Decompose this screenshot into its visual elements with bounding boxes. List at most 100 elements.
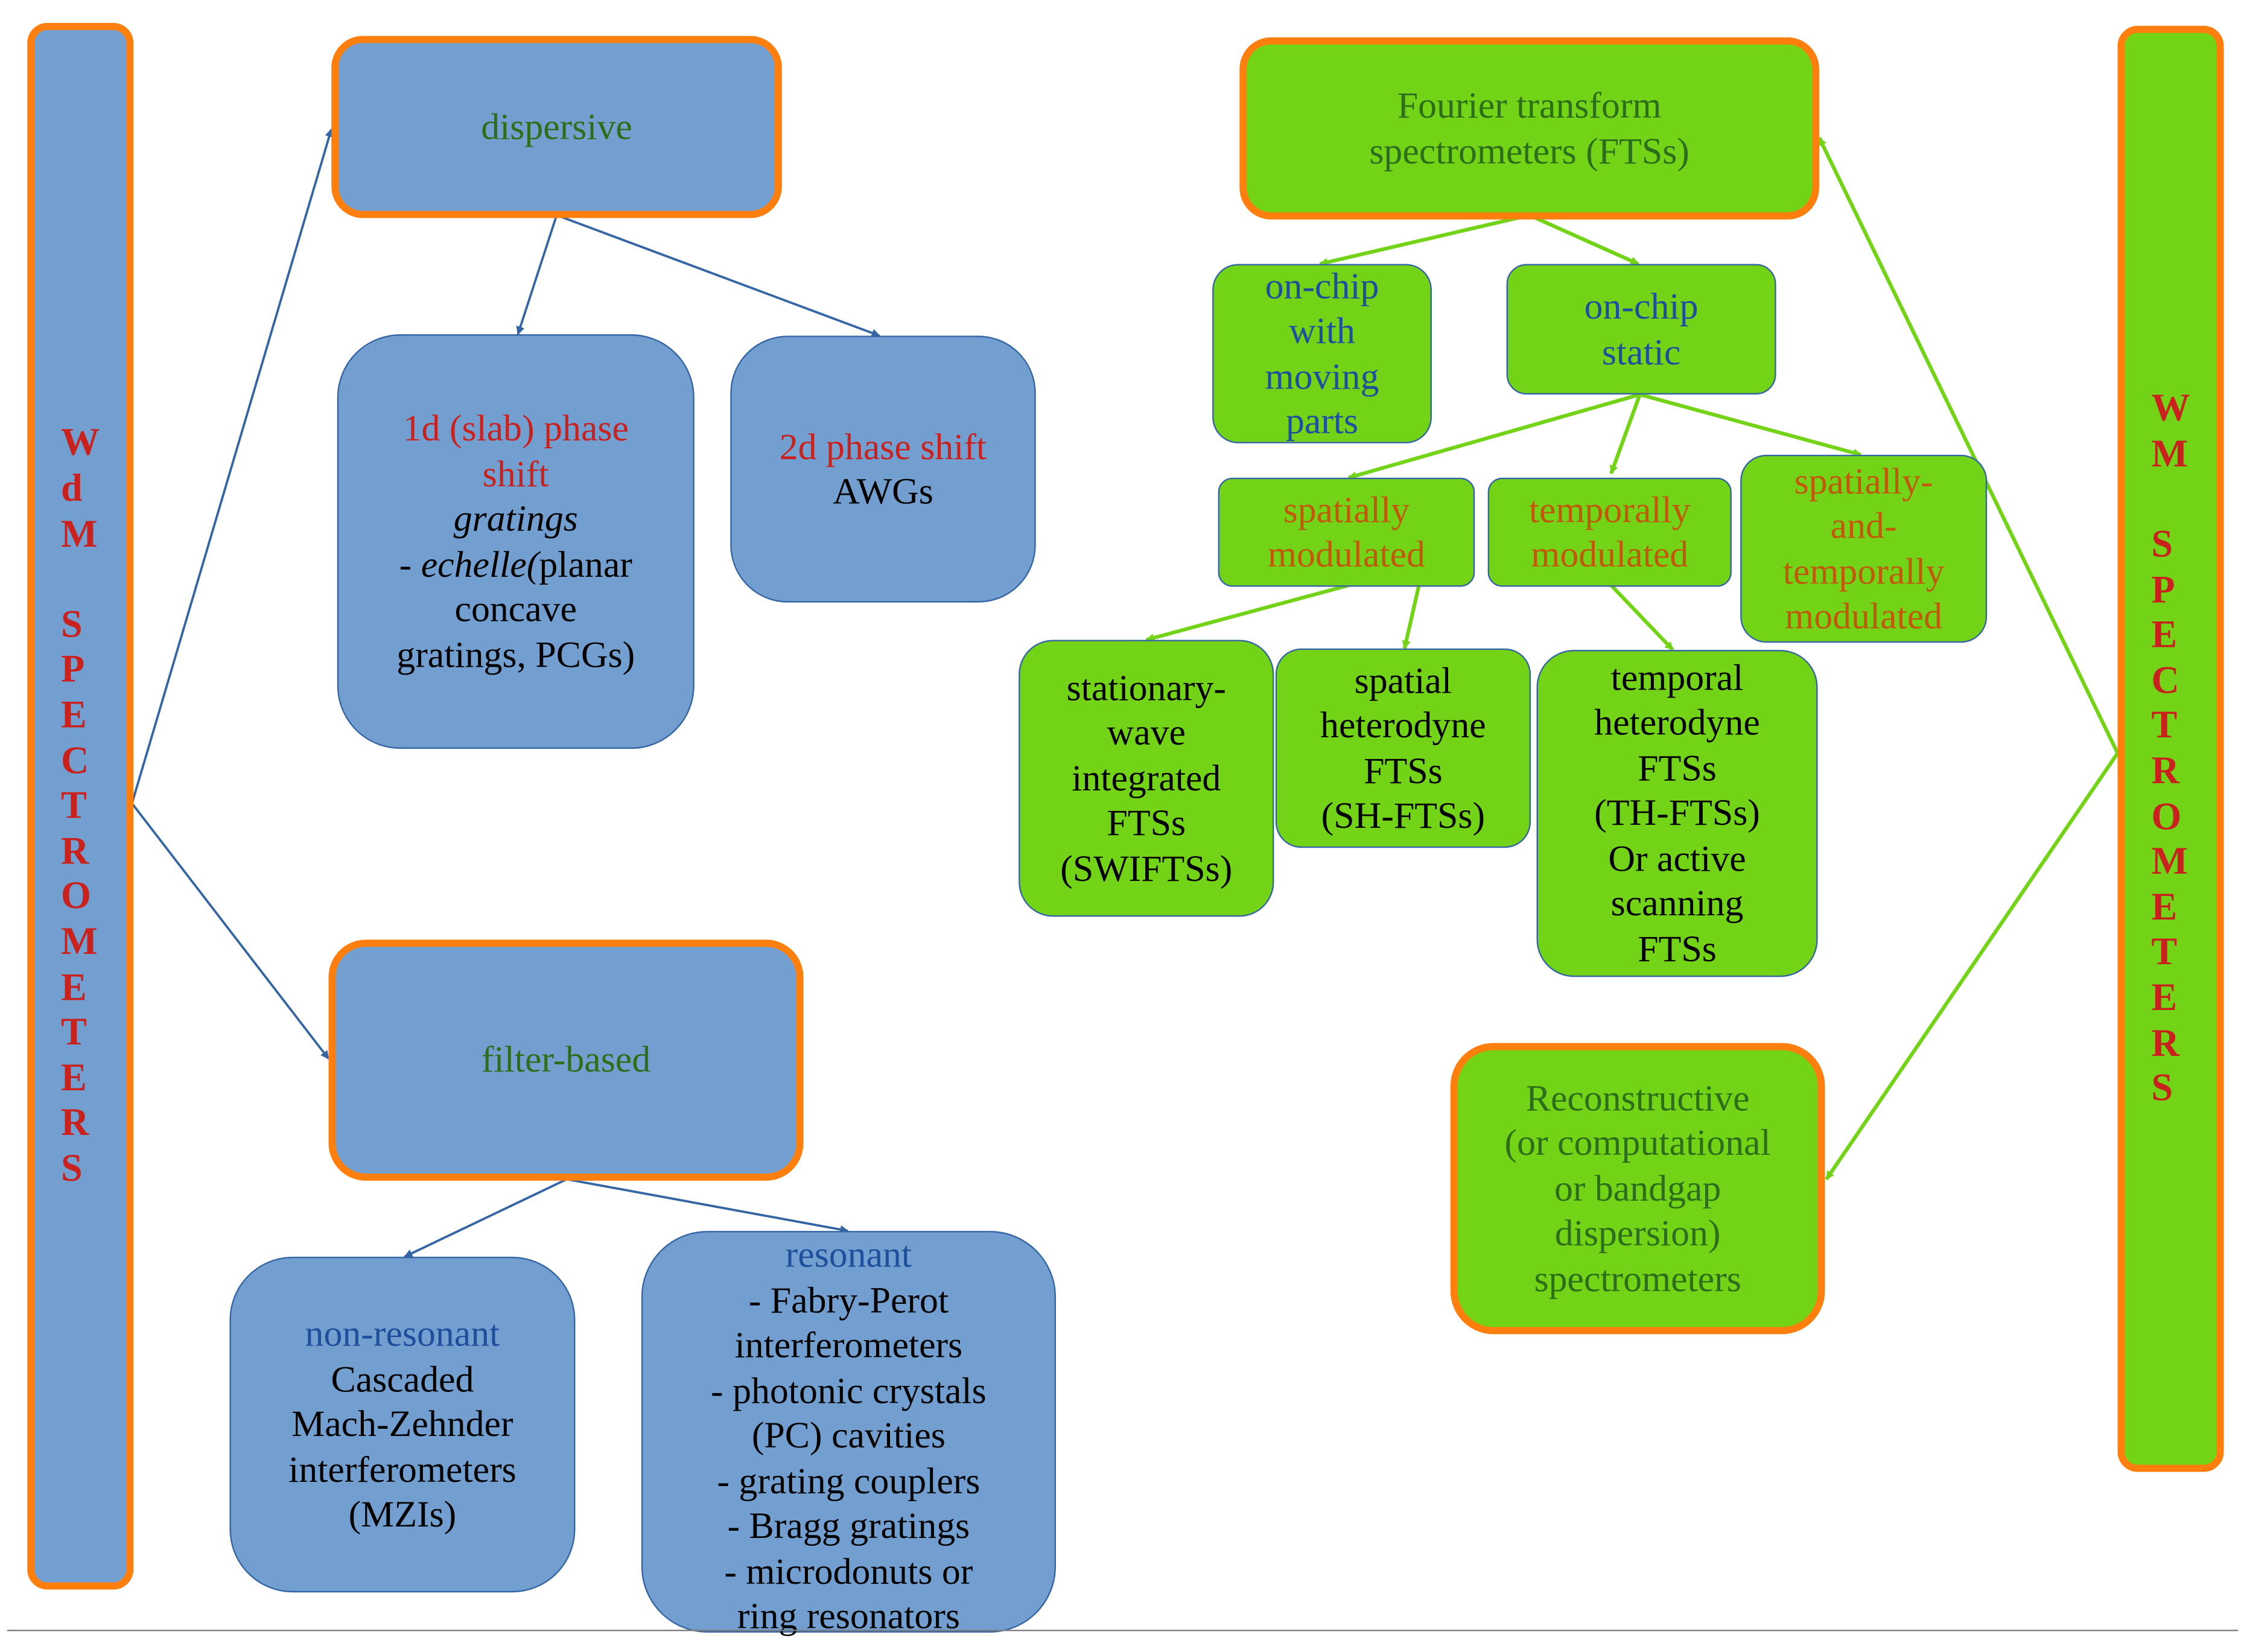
filter-based-box: filter-based	[328, 939, 804, 1181]
reconstructive-label-line: Reconstructive	[1525, 1077, 1750, 1119]
on-chip-static-label-line: static	[1601, 331, 1681, 373]
vertical-letter: W	[2151, 386, 2190, 430]
vertical-letter: R	[2151, 1020, 2179, 1064]
non-resonant-lines-line: interferometers	[288, 1448, 517, 1490]
vertical-letter: E	[61, 965, 87, 1008]
spatially-modulated-label-line: spatially	[1283, 488, 1410, 530]
vertical-letter: M	[61, 511, 98, 555]
on-chip-moving-label-line: on-chip	[1265, 264, 1379, 307]
vertical-letter: S	[61, 602, 83, 646]
resonant-lines-line: - Bragg gratings	[727, 1505, 970, 1547]
dispersive-box: dispersive	[331, 36, 782, 218]
spatially-temporally-label-line: spatially-	[1794, 460, 1933, 502]
on-chip-moving-label-line: moving	[1265, 355, 1379, 397]
edge-spatial-to-swifts	[1145, 583, 1349, 643]
edge-wm-to-fts	[1817, 136, 2120, 754]
swifts-label-line: wave	[1107, 711, 1186, 754]
swifts-label-line: stationary-	[1066, 667, 1226, 708]
vertical-letter	[61, 557, 100, 602]
vertical-letter: R	[2151, 749, 2179, 792]
vertical-letter: O	[2151, 794, 2182, 837]
vertical-letter: P	[2151, 567, 2175, 611]
th-fts-label-line: temporal	[1610, 656, 1744, 699]
vertical-letter: C	[61, 738, 89, 781]
non-resonant-lines-line: Mach-Zehnder	[291, 1403, 513, 1445]
edge-static-to-spattemp	[1639, 392, 1862, 457]
resonant-lines-line: - grating couplers	[717, 1460, 981, 1502]
slab-paren: (	[526, 542, 539, 585]
filter-based-label: filter-based	[481, 1039, 651, 1081]
fts-label-line: Fourier transform	[1397, 84, 1662, 127]
spatially-temporally-label-line: and-	[1830, 504, 1897, 547]
slab-title-line1: 1d (slab) phase	[402, 407, 629, 450]
vertical-letter: P	[61, 647, 85, 691]
on-chip-static-label-line: on-chip	[1584, 285, 1699, 328]
vertical-letter: E	[61, 1055, 87, 1099]
slab-title-line2: shift	[482, 453, 549, 495]
vertical-letter: E	[61, 693, 87, 736]
vertical-letter: M	[2151, 839, 2188, 883]
non-resonant-title: non-resonant	[305, 1313, 500, 1355]
spatially-temporally-label-line: modulated	[1785, 595, 1943, 637]
reconstructive-label-line: or bandgap	[1554, 1167, 1721, 1209]
spatially-modulated-label-line: modulated	[1267, 533, 1425, 576]
th-fts-label-line: (TH-FTSs)	[1594, 792, 1760, 834]
vertical-letter: T	[2151, 930, 2178, 973]
vertical-letter: S	[2151, 522, 2173, 565]
vertical-letter: W	[61, 421, 100, 465]
sh-fts-label-line: heterodyne	[1320, 704, 1486, 746]
edge-wdm-to-dispersive	[130, 128, 334, 804]
th-fts-label-line: FTSs	[1638, 927, 1717, 970]
edge-wdm-to-filter	[131, 802, 330, 1060]
edge-dispersive-to-slab	[516, 215, 558, 335]
resonant-lines-line: (PC) cavities	[751, 1414, 946, 1457]
vertical-letter: R	[61, 1101, 89, 1144]
reconstructive-label-line: spectrometers	[1534, 1257, 1741, 1300]
non-resonant-lines-line: Cascaded	[331, 1358, 474, 1400]
edge-temporal-to-thfts	[1609, 583, 1674, 652]
bottom-rule	[7, 1630, 2239, 1631]
edge-wm-to-recon	[1825, 752, 2120, 1181]
edge-static-to-spatial	[1347, 392, 1641, 480]
vertical-letter	[2151, 477, 2190, 522]
vertical-letter: d	[61, 466, 83, 510]
resonant-lines-line: - Fabry-Perot	[748, 1279, 949, 1321]
edge-fts-to-moving	[1319, 213, 1530, 267]
slab-pcgs: gratings, PCGs)	[396, 633, 635, 675]
th-fts-label-line: FTSs	[1638, 747, 1717, 789]
phase-2d-awgs: AWGs	[833, 470, 933, 512]
swifts-label-line: (SWIFTSs)	[1060, 847, 1233, 889]
temporally-modulated-label-line: temporally	[1528, 488, 1691, 530]
slab-dash: -	[399, 542, 421, 585]
edge-spatial-to-shfts	[1402, 585, 1421, 650]
phase-2d-title: 2d phase shift	[779, 425, 987, 467]
th-fts-label-line: Or active	[1608, 837, 1746, 879]
swifts-label-line: FTSs	[1107, 802, 1186, 844]
sh-fts-label-line: (SH-FTSs)	[1321, 795, 1486, 837]
phase-2d-box: 2d phase shift AWGs	[730, 335, 1036, 603]
vertical-letter: T	[61, 783, 87, 827]
slab-echelle-line: - echelle(planar	[399, 542, 632, 587]
reconstructive-label-line: dispersion)	[1554, 1212, 1721, 1254]
on-chip-moving-label-line: with	[1289, 310, 1355, 352]
on-chip-moving-label-line: parts	[1285, 400, 1359, 442]
